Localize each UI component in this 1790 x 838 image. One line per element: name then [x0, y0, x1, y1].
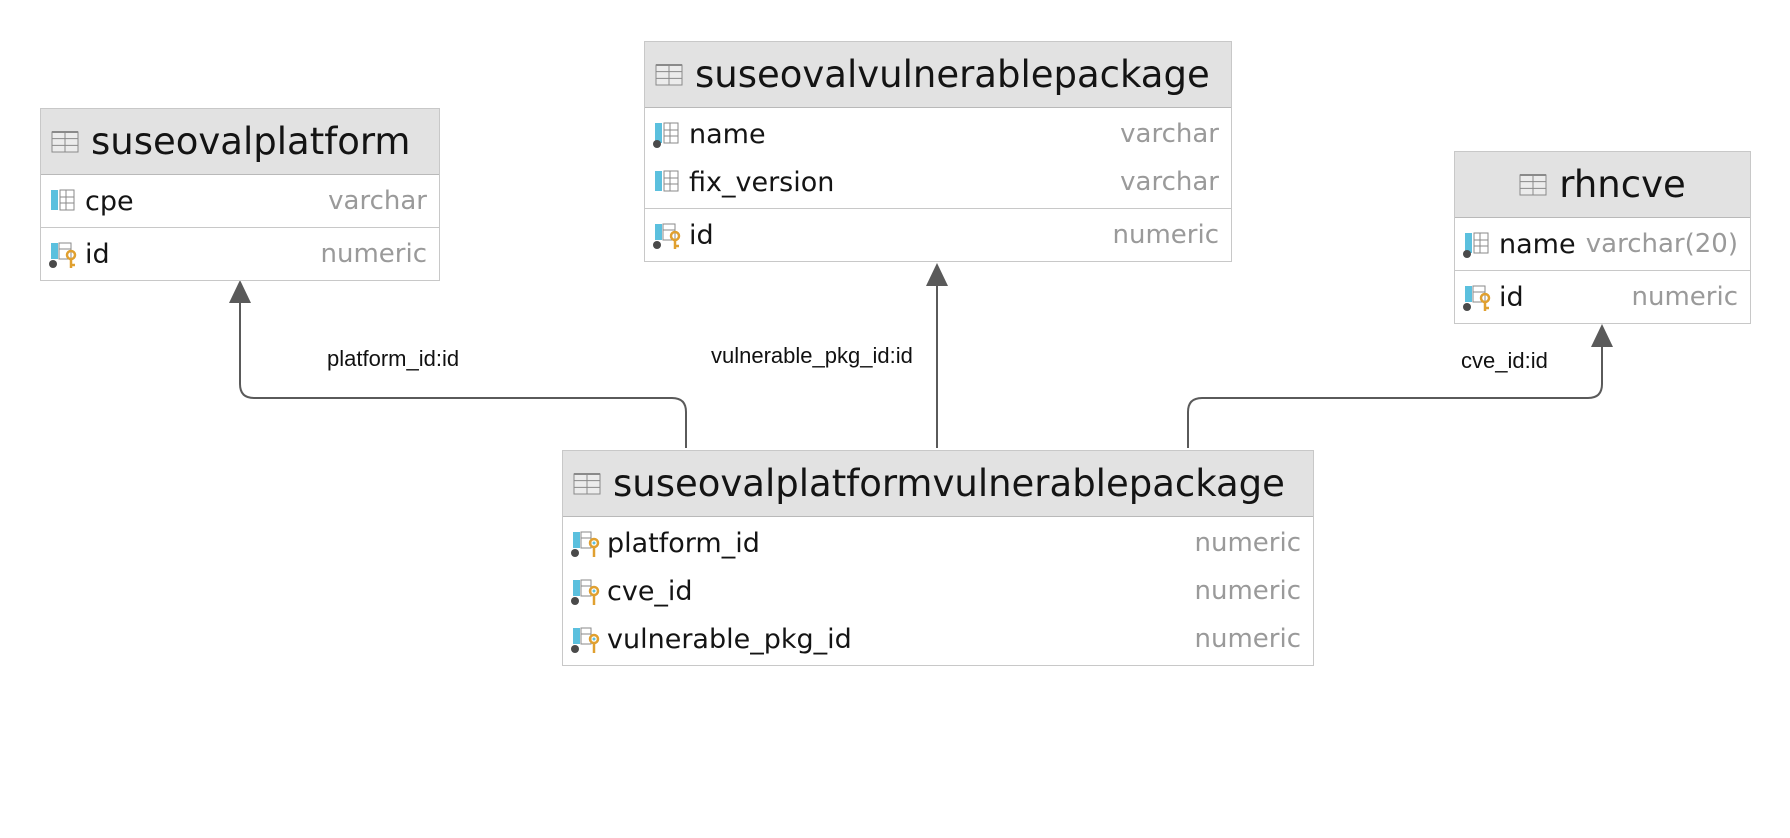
- column-row[interactable]: cve_id numeric: [563, 567, 1313, 615]
- relation-label-cve: cve_id:id: [1461, 348, 1548, 373]
- table-icon: [51, 130, 79, 153]
- arrow-head-cve: [1591, 324, 1613, 347]
- relation-label-platform: platform_id:id: [327, 346, 460, 371]
- column-name: vulnerable_pkg_id: [607, 623, 852, 655]
- column-type: varchar: [328, 186, 427, 216]
- column-row[interactable]: platform_id numeric: [563, 519, 1313, 567]
- arrow-head-platform: [229, 280, 251, 303]
- column-row[interactable]: id numeric: [1455, 273, 1750, 321]
- table-header[interactable]: suseovalplatformvulnerablepackage: [563, 451, 1313, 517]
- table-rhncve[interactable]: rhncve name varchar(20) id numeric: [1454, 151, 1751, 324]
- column-type: numeric: [1631, 282, 1739, 312]
- column-row[interactable]: name varchar(20): [1455, 220, 1750, 268]
- column-row[interactable]: name varchar: [645, 110, 1231, 158]
- column-name: fix_version: [689, 166, 835, 198]
- column-row[interactable]: id numeric: [41, 230, 439, 278]
- table-suseovalplatform[interactable]: suseovalplatform cpe varchar id numeric: [40, 108, 440, 281]
- column-name: cpe: [85, 185, 134, 217]
- foreign-key-icon: [571, 577, 601, 605]
- table-icon: [573, 472, 601, 495]
- column-section: name varchar(20): [1455, 218, 1750, 271]
- column-type: numeric: [1112, 220, 1220, 250]
- key-section: id numeric: [645, 209, 1231, 261]
- column-name: id: [85, 238, 110, 270]
- column-name: id: [689, 219, 714, 251]
- column-row[interactable]: id numeric: [645, 211, 1231, 259]
- table-title: suseovalplatform: [91, 120, 411, 163]
- column-type: numeric: [1194, 624, 1302, 654]
- column-type: numeric: [1194, 576, 1302, 606]
- table-icon: [1519, 173, 1547, 196]
- table-header[interactable]: suseovalplatform: [41, 109, 439, 175]
- primary-key-icon: [1463, 283, 1493, 311]
- table-title: suseovalplatformvulnerablepackage: [613, 462, 1285, 505]
- table-suseovalplatformvulnerablepackage[interactable]: suseovalplatformvulnerablepackage platfo…: [562, 450, 1314, 666]
- table-icon: [655, 63, 683, 86]
- column-row[interactable]: vulnerable_pkg_id numeric: [563, 615, 1313, 663]
- key-section: id numeric: [41, 228, 439, 280]
- column-icon: [49, 187, 79, 215]
- foreign-key-icon: [571, 529, 601, 557]
- table-header[interactable]: suseovalvulnerablepackage: [645, 42, 1231, 108]
- column-name: name: [1499, 228, 1576, 260]
- primary-key-icon: [653, 221, 683, 249]
- table-title: suseovalvulnerablepackage: [695, 53, 1210, 96]
- relation-label-vulnerable-package: vulnerable_pkg_id:id: [711, 343, 913, 368]
- column-name: cve_id: [607, 575, 693, 607]
- table-suseovalvulnerablepackage[interactable]: suseovalvulnerablepackage name varchar f…: [644, 41, 1232, 262]
- table-title: rhncve: [1559, 163, 1686, 206]
- foreign-key-icon: [571, 625, 601, 653]
- column-row[interactable]: cpe varchar: [41, 177, 439, 225]
- column-section: platform_id numeric cve_id numeric vulne…: [563, 517, 1313, 665]
- column-type: varchar: [1120, 119, 1219, 149]
- column-icon: [653, 168, 683, 196]
- column-name: platform_id: [607, 527, 760, 559]
- column-type: numeric: [320, 239, 428, 269]
- edge-platform: [239, 300, 687, 448]
- not-null-column-icon: [1463, 230, 1493, 258]
- primary-key-icon: [49, 240, 79, 268]
- edge-cve: [1187, 346, 1603, 448]
- table-header[interactable]: rhncve: [1455, 152, 1750, 218]
- key-section: id numeric: [1455, 271, 1750, 323]
- column-type: varchar(20): [1585, 229, 1738, 259]
- column-name: name: [689, 118, 766, 150]
- column-type: varchar: [1120, 167, 1219, 197]
- column-section: cpe varchar: [41, 175, 439, 228]
- column-name: id: [1499, 281, 1524, 313]
- arrow-head-vulnerable-package: [926, 263, 948, 286]
- column-row[interactable]: fix_version varchar: [645, 158, 1231, 206]
- column-type: numeric: [1194, 528, 1302, 558]
- column-section: name varchar fix_version varchar: [645, 108, 1231, 209]
- not-null-column-icon: [653, 120, 683, 148]
